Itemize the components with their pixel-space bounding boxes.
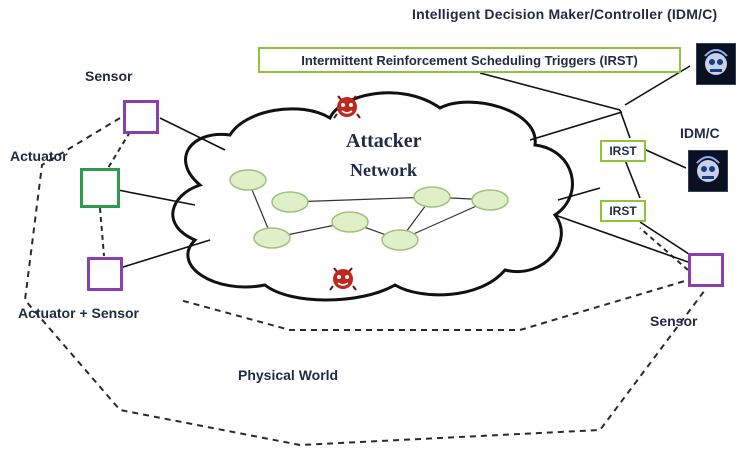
devil-bug-icon <box>328 262 358 292</box>
actuator-label: Actuator <box>10 148 68 164</box>
sensor-irst-dashed-link <box>639 227 689 271</box>
network-node <box>253 227 291 249</box>
network-node <box>471 189 509 211</box>
sensor-right-node <box>688 253 724 287</box>
network-node <box>271 191 309 213</box>
actsensor-cloud-link <box>119 239 211 269</box>
network-edge <box>289 196 433 203</box>
idm-title: Intelligent Decision Maker/Controller (I… <box>412 6 718 22</box>
irst-banner: Intermittent Reinforcement Scheduling Tr… <box>258 47 681 73</box>
cloud-label-network: Network <box>350 160 417 180</box>
cloud-irst-link-1 <box>529 111 623 141</box>
irst2-sensor-link <box>639 221 696 259</box>
actuator-sensor-label: Actuator + Sensor <box>18 305 139 321</box>
irst-down-arrow <box>619 109 631 139</box>
actuator-node <box>80 168 120 208</box>
cloud-sensor-link <box>554 214 689 263</box>
network-nodes <box>229 169 509 251</box>
sensor-actuator-dashed-link <box>107 131 131 169</box>
network-edge <box>399 199 491 241</box>
robot-head-icon <box>696 43 736 85</box>
idm-short-label: IDM/C <box>680 125 720 141</box>
cloud-label-attacker: Attacker <box>346 130 422 152</box>
sensor-cloud-link <box>159 117 226 151</box>
cloud-irst-link-2 <box>557 187 601 201</box>
physical-world-label: Physical World <box>238 367 339 383</box>
network-node <box>229 169 267 191</box>
network-node <box>381 229 419 251</box>
irst-box-2: IRST <box>600 200 646 222</box>
robot-head-icon <box>688 150 728 192</box>
physical-world-boundary <box>23 117 706 447</box>
sensor-right-label: Sensor <box>650 313 698 329</box>
irst-cross-link <box>624 159 641 199</box>
devil-bug-icon <box>332 90 362 120</box>
actuator-actsensor-dashed-link <box>99 207 105 257</box>
network-node <box>331 211 369 233</box>
sensor-left-label: Sensor <box>85 68 133 84</box>
actuator-sensor-node <box>87 257 123 291</box>
irst-banner-arrow <box>479 72 621 111</box>
attacker-network-cloud <box>171 91 574 302</box>
sensor-left-node <box>123 100 159 134</box>
network-node <box>413 186 451 208</box>
irst-box-1: IRST <box>600 140 646 162</box>
idm2-irst-arrow <box>645 149 687 169</box>
actuator-cloud-link <box>117 189 196 206</box>
